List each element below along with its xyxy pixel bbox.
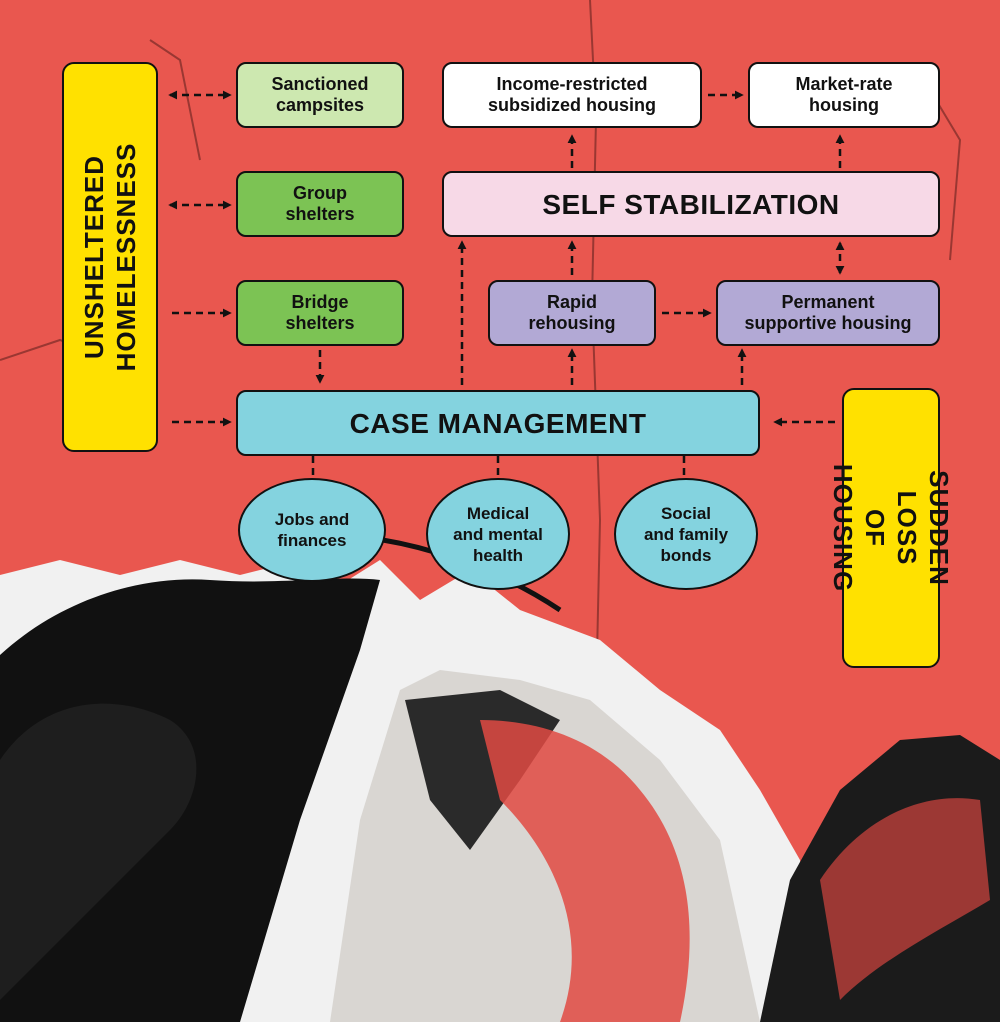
group-shelters-text: Group shelters <box>285 183 355 224</box>
jobs-finances-text: Jobs and finances <box>274 510 350 550</box>
sudden-loss-text: SUDDEN LOSS OF HOUSING <box>828 463 954 593</box>
sudden-loss-label: SUDDEN LOSS OF HOUSING <box>828 388 954 668</box>
unsheltered-homelessness-text: UNSHELTERED HOMELESSNESS <box>79 142 141 372</box>
group-shelters-box: Group shelters <box>236 171 404 237</box>
case-management-box: CASE MANAGEMENT <box>236 390 760 456</box>
income-restricted-housing-box: Income-restricted subsidized housing <box>442 62 702 128</box>
market-rate-housing-text: Market-rate housing <box>795 74 893 115</box>
social-family-bonds-ellipse: Social and family bonds <box>614 478 758 590</box>
social-family-bonds-text: Social and family bonds <box>643 503 729 565</box>
bridge-shelters-text: Bridge shelters <box>285 292 355 333</box>
sanctioned-campsites-box: Sanctioned campsites <box>236 62 404 128</box>
left-tent-dome <box>0 703 197 1000</box>
center-tent-spray <box>480 720 690 1022</box>
income-restricted-housing-text: Income-restricted subsidized housing <box>487 74 656 115</box>
jobs-finances-ellipse: Jobs and finances <box>238 478 386 582</box>
permanent-supportive-housing-text: Permanent supportive housing <box>744 292 912 333</box>
self-stabilization-box: SELF STABILIZATION <box>442 171 940 237</box>
medical-mental-health-text: Medical and mental health <box>453 503 543 565</box>
unsheltered-homelessness-label: UNSHELTERED HOMELESSNESS <box>62 62 158 452</box>
permanent-supportive-housing-box: Permanent supportive housing <box>716 280 940 346</box>
left-tent <box>0 578 380 1022</box>
rapid-rehousing-text: Rapid rehousing <box>528 292 616 333</box>
market-rate-housing-box: Market-rate housing <box>748 62 940 128</box>
medical-mental-health-ellipse: Medical and mental health <box>426 478 570 590</box>
right-tent-texture <box>820 798 990 1000</box>
bridge-shelters-box: Bridge shelters <box>236 280 404 346</box>
rapid-rehousing-box: Rapid rehousing <box>488 280 656 346</box>
case-management-text: CASE MANAGEMENT <box>349 407 647 439</box>
sanctioned-campsites-text: Sanctioned campsites <box>271 74 369 115</box>
self-stabilization-text: SELF STABILIZATION <box>542 188 840 220</box>
